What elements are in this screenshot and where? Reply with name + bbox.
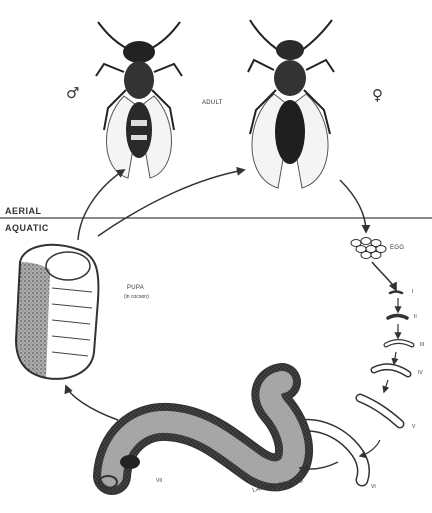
numeral-vi: VI: [371, 484, 376, 490]
numeral-i: I: [412, 289, 413, 295]
numeral-iii: III: [420, 342, 424, 348]
egg-cluster: [351, 238, 386, 259]
arrow-adult-to-egg: [340, 180, 366, 232]
female-fly-drawing: [248, 20, 334, 188]
pupa-in-cocoon: [16, 245, 98, 379]
female-symbol: ♀: [372, 86, 383, 104]
arrow-pupa-to-female: [98, 170, 244, 236]
larva-stage-iv: [374, 367, 408, 374]
numeral-v: V: [412, 424, 415, 430]
pupa-label: PUPA: [127, 285, 144, 291]
arrow-larva-iv-v: [384, 380, 388, 392]
larva-stage-i: [390, 292, 402, 294]
numeral-vii: VII: [156, 478, 162, 484]
male-fly-drawing: [96, 22, 182, 178]
aerial-zone-label: AERIAL: [5, 206, 42, 216]
numeral-ii: II: [414, 314, 417, 320]
aquatic-zone-label: AQUATIC: [5, 223, 49, 233]
larva-stage-iii: [386, 342, 412, 346]
larva-stage-v: [360, 398, 400, 424]
male-symbol: ♂: [66, 84, 79, 102]
pupa-note: (in cocoon): [124, 294, 149, 300]
numeral-iv: IV: [418, 370, 423, 376]
egg-label: EGG: [390, 245, 404, 251]
adult-label: ADULT: [202, 100, 223, 106]
larva-stage-vii: [99, 382, 300, 488]
arrow-larva-to-pupa: [66, 386, 118, 420]
arrow-pupa-to-male: [78, 170, 124, 240]
larva-stage-ii: [388, 316, 407, 319]
arrow-egg-to-larva: [372, 262, 396, 290]
arrow-larva-iii-iv: [394, 352, 396, 364]
